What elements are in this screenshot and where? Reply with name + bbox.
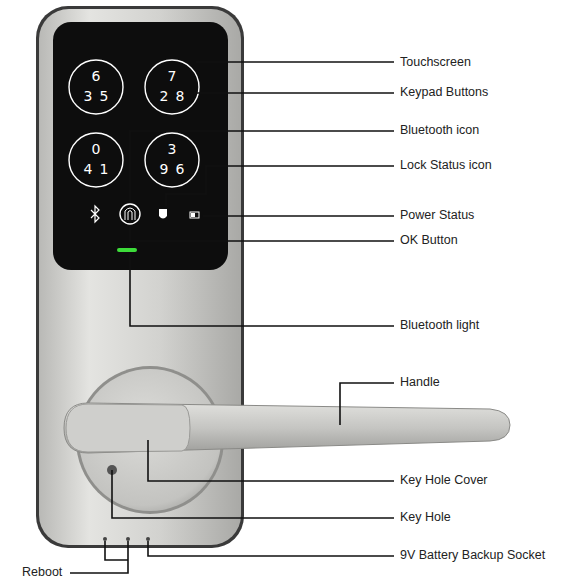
- callout-label: Keypad Buttons: [400, 86, 488, 100]
- battery-level: [191, 213, 195, 217]
- callout-label: Bluetooth light: [400, 319, 479, 333]
- keypad-digit: 6: [92, 69, 101, 84]
- callout-label: 9V Battery Backup Socket: [400, 549, 545, 563]
- callout-label: Key Hole Cover: [400, 474, 488, 488]
- keypad-digit: 3: [84, 89, 93, 104]
- fingerprint-symbol: [125, 208, 135, 220]
- callout-label: Bluetooth icon: [400, 124, 479, 138]
- key-hole-cover: [66, 404, 190, 452]
- callout-label: Lock Status icon: [400, 159, 492, 173]
- callout-label: Touchscreen: [400, 56, 471, 70]
- keypad-digit: 7: [168, 69, 177, 84]
- keypad-digit: 5: [100, 89, 109, 104]
- keypad-digit: 2: [160, 89, 169, 104]
- lock-body: [39, 9, 241, 545]
- ok-button-symbol: [120, 204, 140, 224]
- leader-lines: [70, 62, 394, 573]
- keypad-digit: 8: [176, 89, 185, 104]
- callout-label: Reboot: [22, 566, 62, 580]
- callout-label: Power Status: [400, 209, 474, 223]
- lock-status-symbol: [159, 209, 167, 219]
- keypad-circles: [69, 60, 199, 187]
- bluetooth-light: [117, 248, 137, 252]
- keypad-digit: 1: [100, 162, 109, 177]
- bottom-sockets: [103, 537, 150, 541]
- keypad-digit: 9: [160, 162, 169, 177]
- callout-label: Key Hole: [400, 511, 451, 525]
- keypad-digit: 4: [84, 162, 93, 177]
- callout-label: OK Button: [400, 234, 458, 248]
- keypad-digit: 6: [176, 162, 185, 177]
- callout-label: Handle: [400, 376, 440, 390]
- keypad-digit: 3: [168, 142, 177, 157]
- touchscreen-panel: [53, 22, 228, 270]
- lock-edge: [36, 6, 244, 548]
- bluetooth-symbol: [91, 206, 99, 222]
- handle: [64, 403, 510, 453]
- keypad-digit: 0: [92, 142, 101, 157]
- battery-symbol: [190, 212, 199, 218]
